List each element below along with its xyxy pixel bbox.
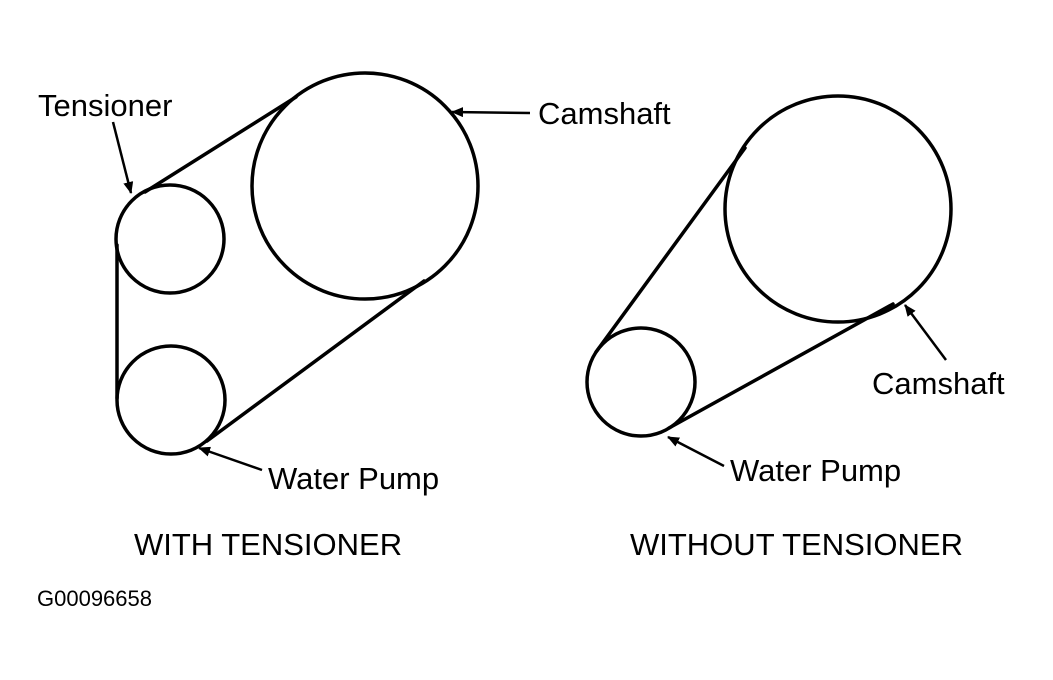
tensioner-pulley xyxy=(114,183,226,295)
water-pump-pulley xyxy=(585,326,697,438)
water-pump-label: Water Pump xyxy=(268,461,439,496)
water-pump-pulley xyxy=(115,344,227,456)
with-tensioner-caption: WITH TENSIONER xyxy=(134,527,402,562)
belt-segment-left xyxy=(594,146,747,354)
camshaft-leader-arrow xyxy=(903,304,948,361)
tensioner-label: Tensioner xyxy=(38,88,172,123)
figure-id: G00096658 xyxy=(37,586,152,611)
tensioner-leader-arrow xyxy=(111,121,134,194)
belt-segment-top xyxy=(143,95,298,194)
without-tensioner-diagram: Camshaft Water Pump WITHOUT TENSIONER xyxy=(585,94,1005,562)
camshaft-label: Camshaft xyxy=(872,366,1005,401)
belt-segment-bottom xyxy=(205,279,426,443)
water-pump-leader-arrow xyxy=(667,435,725,468)
camshaft-label: Camshaft xyxy=(538,96,671,131)
water-pump-leader-arrow xyxy=(198,446,263,472)
camshaft-pulley xyxy=(723,94,953,324)
camshaft-pulley xyxy=(250,71,480,301)
water-pump-label: Water Pump xyxy=(730,453,901,488)
camshaft-leader-arrow xyxy=(451,107,531,118)
belt-segment-bottom xyxy=(667,302,895,430)
without-tensioner-caption: WITHOUT TENSIONER xyxy=(630,527,963,562)
with-tensioner-diagram: Tensioner Camshaft Water Pump WITH TENSI… xyxy=(38,71,671,562)
